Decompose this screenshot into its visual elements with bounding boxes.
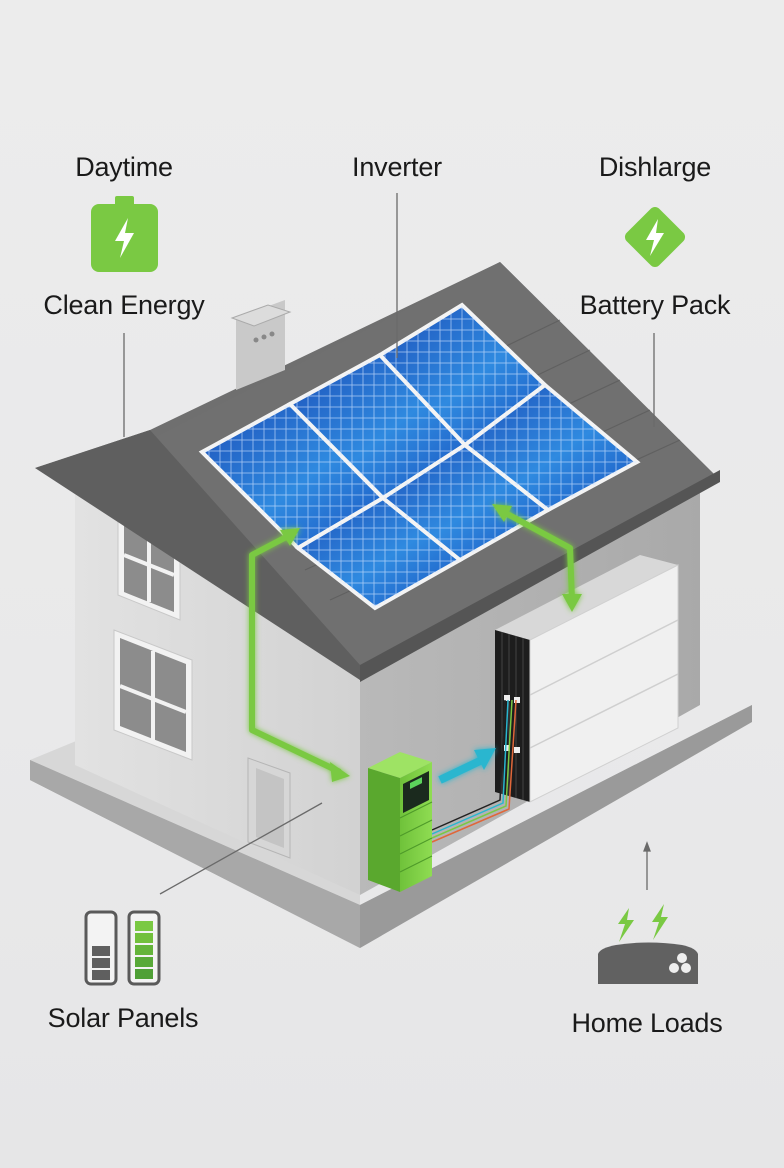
flow-inverter-to-battery <box>438 748 496 784</box>
cable-bundle <box>431 699 517 843</box>
window-lower <box>113 629 193 761</box>
chimney <box>230 300 292 390</box>
power-hub-icon <box>598 904 698 984</box>
solar-panel-array <box>198 302 641 611</box>
label-discharge: Dishlarge <box>598 152 712 182</box>
flow-panels-to-battery <box>492 504 582 612</box>
label-clean-energy: Clean Energy <box>43 290 205 320</box>
battery-charging-icon <box>91 196 158 272</box>
label-home-loads: Home Loads <box>571 1008 723 1038</box>
label-battery-pack: Battery Pack <box>579 290 731 320</box>
flow-inverter-to-panels <box>249 528 350 782</box>
label-daytime: Daytime <box>75 152 173 182</box>
battery-level-icon <box>84 910 161 986</box>
door <box>247 757 291 859</box>
solar-panel <box>461 382 641 513</box>
label-inverter: Inverter <box>352 152 442 182</box>
inverter-unit <box>368 752 433 892</box>
battery-rack <box>495 555 679 803</box>
label-solar-panels: Solar Panels <box>47 1003 199 1033</box>
leader-lines <box>123 193 655 895</box>
diamond-bolt-icon <box>624 206 686 268</box>
